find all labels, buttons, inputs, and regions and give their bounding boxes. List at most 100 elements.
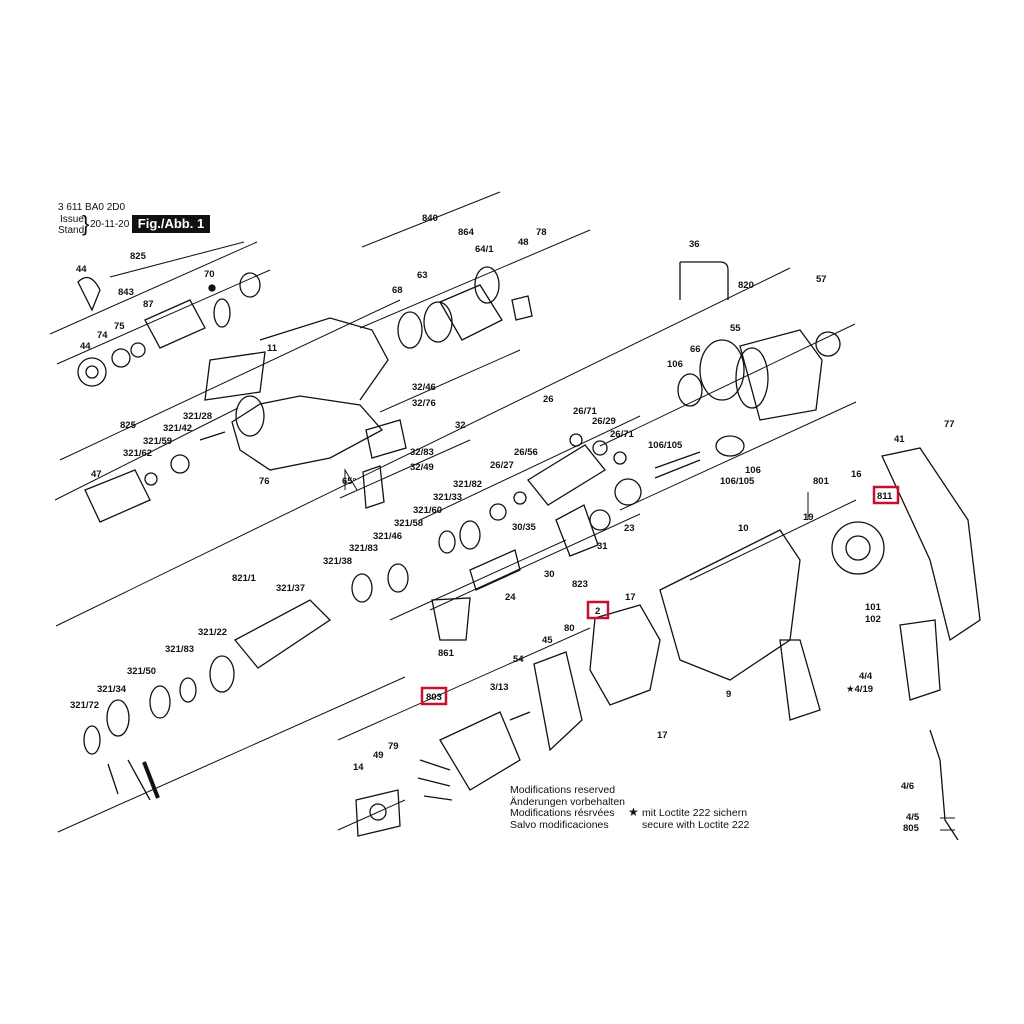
part-label-32: 32 xyxy=(455,420,466,431)
part-label-79: 79 xyxy=(388,741,399,752)
part-label-23: 23 xyxy=(624,523,635,534)
part-label-321-34: 321/34 xyxy=(97,684,127,695)
parts-right-group xyxy=(355,261,981,841)
part-label-75: 75 xyxy=(114,321,125,332)
highlight-boxes xyxy=(420,485,900,706)
part-label-321-72: 321/72 xyxy=(70,700,99,711)
part-label-47: 47 xyxy=(91,469,102,480)
part-label-102: 102 xyxy=(865,614,881,625)
part-label-32-46: 32/46 xyxy=(412,382,436,393)
part-label-32-49: 32/49 xyxy=(410,462,434,473)
doc-number: 3 611 BA0 2D0 xyxy=(58,202,126,213)
modifications-fr: Modifications résrvées xyxy=(510,807,615,819)
part-label-30: 30 xyxy=(544,569,555,580)
part-label-321-42: 321/42 xyxy=(163,423,192,434)
part-label-26-29: 26/29 xyxy=(592,416,616,427)
part-label-321-28: 321/28 xyxy=(183,411,212,422)
modifications-de: Änderungen vorbehalten xyxy=(510,795,626,808)
part-label-19: 19 xyxy=(803,512,814,523)
part-label-321-22: 321/22 xyxy=(198,627,227,638)
part-label-68: 68 xyxy=(392,285,403,296)
part-label-54: 54 xyxy=(513,654,524,665)
part-label-26-56: 26/56 xyxy=(514,447,538,458)
part-label-825-lower: 825 xyxy=(120,420,137,431)
part-label-2: 2 xyxy=(595,606,600,617)
part-label-9: 9 xyxy=(726,689,731,700)
part-label-106-105-right: 106/105 xyxy=(720,476,755,487)
issue-date: 20-11-20 xyxy=(90,219,130,230)
part-label-820: 820 xyxy=(738,280,754,291)
part-label-4-4: 4/4 xyxy=(859,671,873,682)
part-label-321-37: 321/37 xyxy=(276,583,305,594)
part-label-864: 864 xyxy=(458,227,475,238)
part-label-32-76: 32/76 xyxy=(412,398,436,409)
modifications-es: Salvo modificaciones xyxy=(510,818,609,831)
part-label-821-1: 821/1 xyxy=(232,573,256,584)
part-label-32-83: 32/83 xyxy=(410,447,434,458)
part-label-321-46: 321/46 xyxy=(373,531,402,542)
part-label-321-83: 321/83 xyxy=(349,543,378,554)
modifications-en: Modifications reserved xyxy=(510,784,616,796)
highlight-box-803 xyxy=(420,686,448,706)
parts-center-group xyxy=(83,266,642,801)
part-label-26: 26 xyxy=(543,394,554,405)
issue-brace: } xyxy=(82,211,90,236)
part-label-321-33: 321/33 xyxy=(433,492,462,503)
part-label-843: 843 xyxy=(118,287,134,298)
part-label-321-58: 321/58 xyxy=(394,518,423,529)
part-label-321-59: 321/59 xyxy=(143,436,172,447)
part-label-3-13: 3/13 xyxy=(490,682,509,693)
leader-frames xyxy=(49,191,955,833)
issue-label: Issue xyxy=(60,214,84,225)
part-label-805: 805 xyxy=(903,823,920,834)
loctite-de: mit Loctite 222 sichern xyxy=(642,807,748,819)
part-label-840: 840 xyxy=(422,213,438,224)
part-label-811: 811 xyxy=(877,491,893,502)
part-label-4-19: ★4/19 xyxy=(846,684,873,695)
part-label-78: 78 xyxy=(536,227,547,238)
highlight-box-811 xyxy=(872,485,900,505)
part-label-36: 36 xyxy=(689,239,700,250)
part-label-4-6: 4/6 xyxy=(901,781,914,792)
part-label-321-82: 321/82 xyxy=(453,479,482,490)
part-label-65deg: 65° xyxy=(342,476,357,487)
part-label-63: 63 xyxy=(417,270,428,281)
loctite-en: secure with Loctite 222 xyxy=(642,818,750,831)
part-label-321-50: 321/50 xyxy=(127,666,156,677)
part-label-823: 823 xyxy=(572,579,588,590)
drill-chuck-angle xyxy=(344,468,358,491)
part-label-106: 106 xyxy=(667,359,683,370)
part-label-17-lower: 17 xyxy=(657,730,668,741)
part-label-55: 55 xyxy=(730,323,741,334)
part-label-74: 74 xyxy=(97,330,108,341)
highlight-box-2 xyxy=(586,600,610,620)
part-label-321-62: 321/62 xyxy=(123,448,152,459)
part-label-80: 80 xyxy=(564,623,575,634)
part-label-31: 31 xyxy=(597,541,608,552)
part-label-10: 10 xyxy=(738,523,749,534)
part-label-11: 11 xyxy=(267,343,278,354)
stand-label: Stand xyxy=(58,225,85,236)
part-label-16: 16 xyxy=(851,469,862,480)
part-label-17: 17 xyxy=(625,592,636,603)
part-label-group: 44 825 843 87 74 75 70 44 11 840 864 64/… xyxy=(70,213,955,834)
part-label-24: 24 xyxy=(505,592,516,603)
part-label-41: 41 xyxy=(894,434,905,445)
part-label-70: 70 xyxy=(204,269,215,280)
part-label-321-83-lower: 321/83 xyxy=(165,644,194,655)
modifications-note: Modifications reserved Änderungen vorbeh… xyxy=(510,784,626,831)
part-label-825: 825 xyxy=(130,251,147,262)
part-label-57: 57 xyxy=(816,274,827,285)
part-label-44: 44 xyxy=(76,264,87,275)
part-label-45: 45 xyxy=(542,635,553,646)
part-label-101: 101 xyxy=(865,602,882,613)
part-label-801: 801 xyxy=(813,476,830,487)
part-label-861: 861 xyxy=(438,648,455,659)
part-label-76: 76 xyxy=(259,476,270,487)
part-label-321-38: 321/38 xyxy=(323,556,352,567)
part-label-64-1: 64/1 xyxy=(475,244,494,255)
part-label-30-35: 30/35 xyxy=(512,522,536,533)
figure-label: Fig./Abb. 1 xyxy=(132,215,210,233)
part-label-321-60: 321/60 xyxy=(413,505,442,516)
